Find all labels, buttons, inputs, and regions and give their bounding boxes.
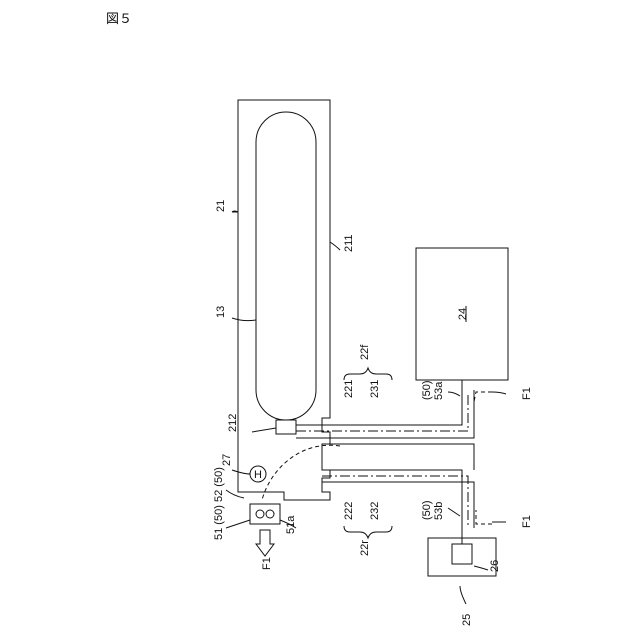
duct-22r-upper	[322, 444, 474, 470]
label-51: 51 (50)	[213, 505, 225, 540]
valve-212	[276, 420, 296, 434]
label-21: 21	[215, 200, 227, 212]
label-f1-top: F1	[521, 387, 533, 400]
label-f1-bottom: F1	[261, 557, 273, 570]
flow-arrow-f1-mid	[476, 510, 492, 524]
exhaust-arrow	[256, 530, 274, 556]
hydrogen-symbol: H	[254, 469, 262, 481]
label-212: 212	[227, 414, 239, 432]
sensor-26	[452, 544, 472, 564]
label-232: 232	[369, 502, 381, 520]
label-f1-mid: F1	[521, 515, 533, 528]
label-22f: 22f	[359, 344, 371, 360]
tank-13	[256, 112, 316, 420]
label-211: 211	[343, 234, 355, 252]
label-27: 27	[221, 454, 233, 466]
label-222: 222	[343, 502, 355, 520]
label-52: 52 (50)	[213, 467, 225, 502]
label-221: 221	[343, 380, 355, 398]
label-53a: 53a	[433, 381, 445, 400]
label-13: 13	[215, 306, 227, 318]
label-22r: 22r	[359, 540, 371, 556]
label-25: 25	[461, 614, 473, 626]
label-53a-paren: (50)	[421, 380, 433, 400]
label-53b: 53b	[433, 502, 445, 520]
label-51a: 51a	[285, 515, 297, 534]
fan-51	[250, 504, 280, 524]
label-231: 231	[369, 380, 381, 398]
flow-arrow-f1-top	[474, 392, 492, 402]
label-24: 24	[457, 308, 469, 320]
label-26: 26	[489, 560, 501, 572]
label-53b-paren: (50)	[421, 500, 433, 520]
